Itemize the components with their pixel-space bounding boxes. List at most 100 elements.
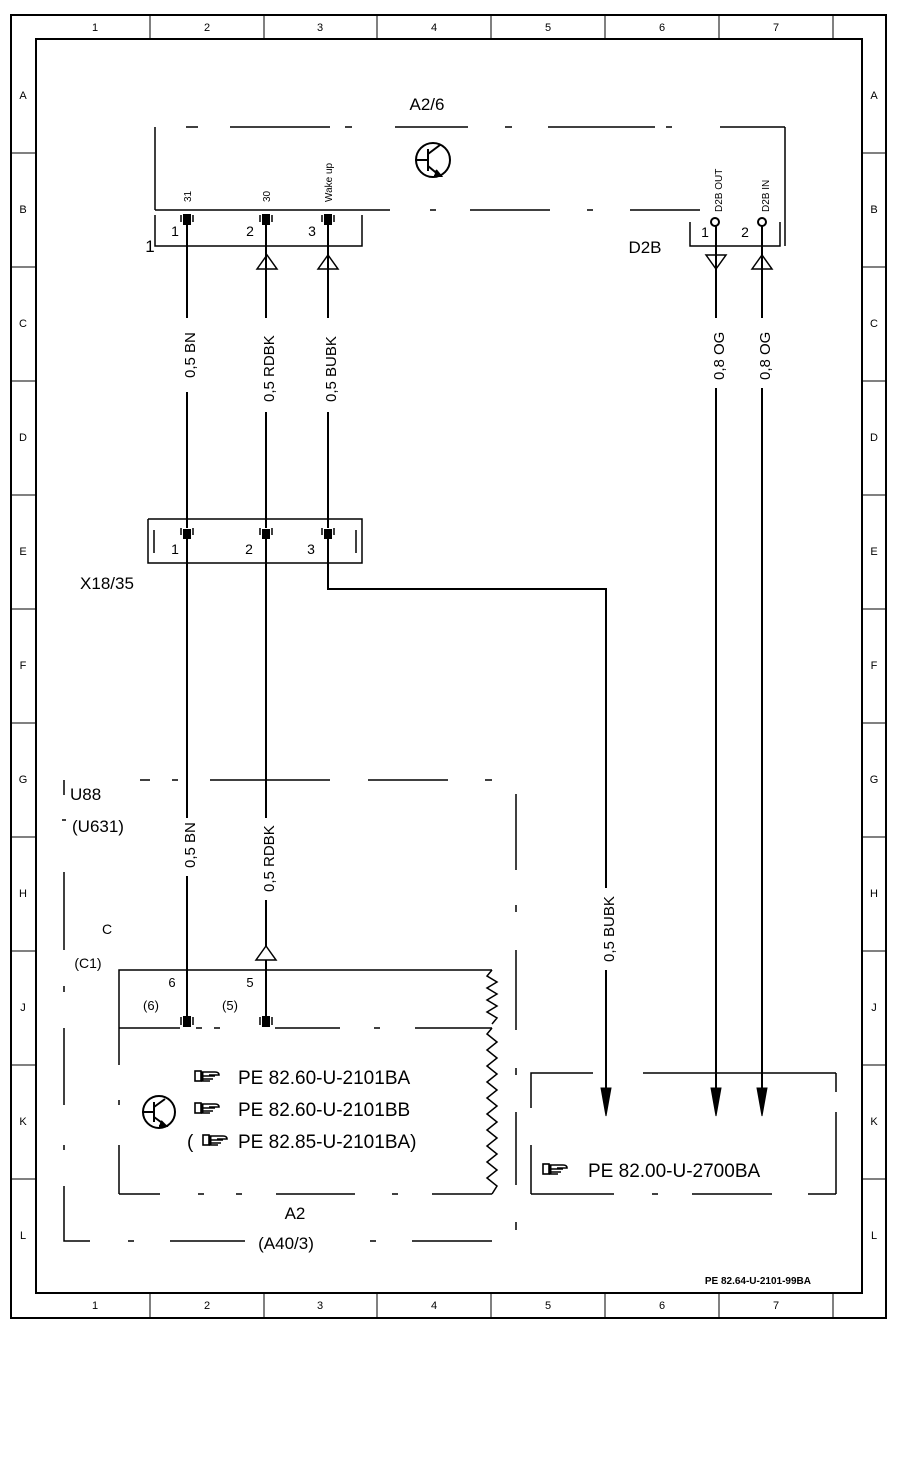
col-label: 5 xyxy=(545,1300,551,1312)
row-label: F xyxy=(871,660,878,672)
d2b-pin-1-signal: D2B OUT xyxy=(714,169,725,212)
col-label: 6 xyxy=(659,1300,665,1312)
a2-ref-1: PE 82.60-U-2101BA xyxy=(238,1068,410,1089)
wires-lower xyxy=(186,538,607,1092)
col-label: 1 xyxy=(92,22,98,34)
col-label: 4 xyxy=(431,1300,437,1312)
wires-upper xyxy=(186,224,763,1092)
row-label: A xyxy=(870,90,878,102)
row-label: C xyxy=(19,318,27,330)
col-label: 2 xyxy=(204,22,210,34)
a26-signal-arrows xyxy=(255,253,774,271)
row-label: K xyxy=(19,1116,27,1128)
a2-ref-2: PE 82.60-U-2101BB xyxy=(238,1100,410,1121)
wire-label-bubk: 0,5 BUBK xyxy=(323,336,340,402)
row-label: D xyxy=(19,432,27,444)
row-label: L xyxy=(20,1230,26,1242)
row-label: A xyxy=(19,90,27,102)
a2-connector-alt-label: (C1) xyxy=(74,955,101,971)
grid-row-dividers xyxy=(11,152,886,1180)
col-label: 6 xyxy=(659,22,665,34)
a26-pin-2-signal: 30 xyxy=(262,190,273,202)
col-label: 2 xyxy=(204,1300,210,1312)
a2-connector xyxy=(118,969,499,1028)
a26-pin-3: 3 xyxy=(308,223,316,239)
d2b-label: D2B xyxy=(628,238,661,257)
wire-label-bn: 0,5 BN xyxy=(182,332,199,378)
u88-label: U88 xyxy=(70,785,101,804)
wire-label-og-1: 0,8 OG xyxy=(711,332,728,380)
row-label: J xyxy=(20,1002,26,1014)
u88-boundary xyxy=(62,779,517,1242)
row-label: E xyxy=(19,546,26,558)
a2-pin-5-alt: (5) xyxy=(222,998,238,1013)
wire-label-rdbk-lower: 0,5 RDBK xyxy=(261,825,278,892)
target-ref-hand-icon xyxy=(541,1162,569,1176)
target-ref: PE 82.00-U-2700BA xyxy=(588,1161,760,1182)
d2b-pin-2-signal: D2B IN xyxy=(761,180,772,212)
grid-column-labels-bottom: 1 2 3 4 5 6 7 xyxy=(92,1300,779,1312)
x1835-connector xyxy=(147,518,363,564)
grid-column-dividers xyxy=(149,15,834,1318)
x1835-pin-1: 1 xyxy=(171,541,179,557)
a2-boundary xyxy=(118,1027,499,1195)
a26-pin-1-signal: 31 xyxy=(183,190,194,202)
a2-label: A2 xyxy=(285,1204,306,1223)
a2-input-arrow xyxy=(254,944,278,961)
col-label: 7 xyxy=(773,22,779,34)
x1835-pin-2: 2 xyxy=(245,541,253,557)
drawing-code: PE 82.64-U-2101-99BA xyxy=(705,1276,811,1287)
a26-connector-1 xyxy=(154,215,363,247)
col-label: 1 xyxy=(92,1300,98,1312)
row-label: K xyxy=(870,1116,878,1128)
row-label: G xyxy=(870,774,879,786)
a2-ref-hand-icons xyxy=(193,1069,229,1147)
inner-frame xyxy=(35,38,863,1294)
wire-label-og-2: 0,8 OG xyxy=(757,332,774,380)
row-label: H xyxy=(19,888,27,900)
row-label: J xyxy=(871,1002,877,1014)
row-label: D xyxy=(870,432,878,444)
d2b-connector xyxy=(689,222,781,247)
row-label: H xyxy=(870,888,878,900)
a26-pin-3-signal: Wake up xyxy=(324,162,335,202)
a2-pins xyxy=(180,1016,273,1027)
col-label: 3 xyxy=(317,1300,323,1312)
a26-label: A2/6 xyxy=(410,95,445,114)
a26-transistor-icon xyxy=(415,142,451,178)
wire-label-rdbk: 0,5 RDBK xyxy=(261,335,278,402)
wire-label-bubk-lower: 0,5 BUBK xyxy=(601,896,618,962)
row-label: G xyxy=(19,774,28,786)
a2-pin-6: 6 xyxy=(168,975,175,990)
x1835-pins xyxy=(180,528,335,539)
d2b-pin-1: 1 xyxy=(701,224,709,240)
x1835-label: X18/35 xyxy=(80,574,134,593)
a2-alt-label: (A40/3) xyxy=(258,1234,314,1253)
a2-ref-3: PE 82.85-U-2101BA) xyxy=(238,1132,417,1153)
row-label: L xyxy=(871,1230,877,1242)
x1835-pin-3: 3 xyxy=(307,541,315,557)
d2b-pin-2: 2 xyxy=(741,224,749,240)
col-label: 3 xyxy=(317,22,323,34)
a26-connector-number: 1 xyxy=(145,237,154,256)
row-label: F xyxy=(20,660,27,672)
col-label: 5 xyxy=(545,22,551,34)
d2b-pins xyxy=(710,217,767,227)
wire-label-bn-lower: 0,5 BN xyxy=(182,822,199,868)
a2-transistor-icon xyxy=(142,1095,176,1129)
u88-alt-label: (U631) xyxy=(72,817,124,836)
row-label: E xyxy=(870,546,877,558)
a26-pin-2: 2 xyxy=(246,223,254,239)
target-boundary xyxy=(530,1072,837,1195)
grid-row-labels-right: A B C D E F G H J K L xyxy=(870,90,879,1242)
row-label: B xyxy=(870,204,877,216)
a2-connector-label: C xyxy=(102,921,112,937)
a2-pin-6-alt: (6) xyxy=(143,998,159,1013)
grid-row-labels-left: A B C D E F G H J K L xyxy=(19,90,28,1242)
a2-pin-5: 5 xyxy=(246,975,253,990)
row-label: C xyxy=(870,318,878,330)
col-label: 4 xyxy=(431,22,437,34)
a26-pin-1: 1 xyxy=(171,223,179,239)
target-arrows xyxy=(600,1087,768,1117)
